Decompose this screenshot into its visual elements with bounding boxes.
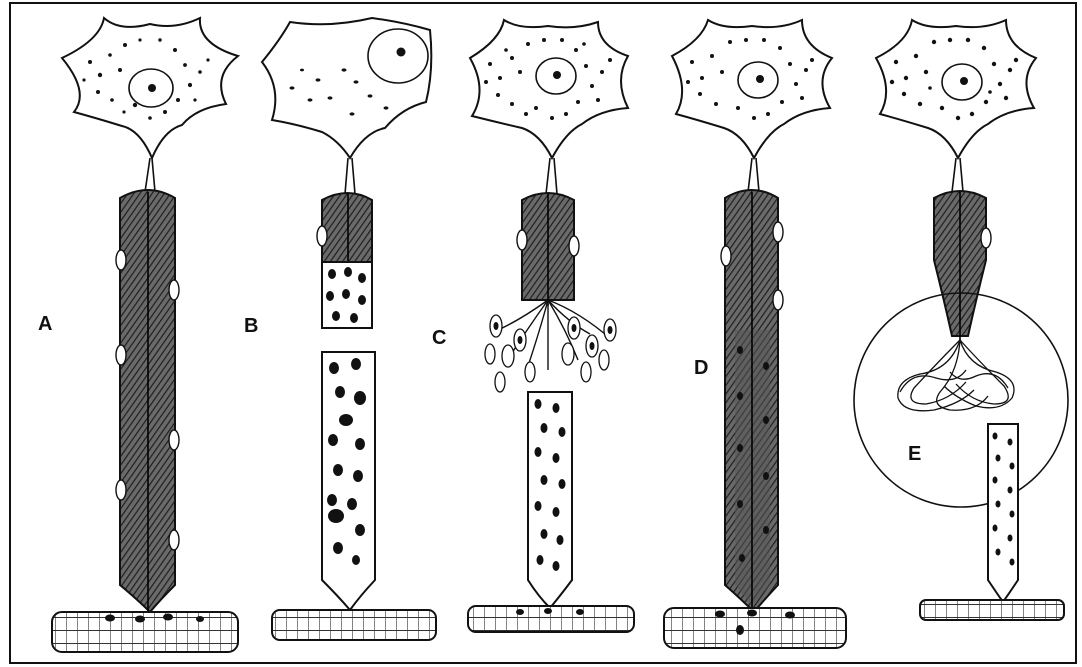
panel-e: E: [854, 20, 1068, 620]
panel-label-e: E: [908, 443, 921, 465]
neuron-cell-body-d: [672, 20, 832, 158]
muscle-fiber-a: [52, 612, 238, 652]
panel-label-d: D: [694, 357, 708, 379]
neuron-cell-body-a: [62, 18, 238, 158]
proximal-stump-e: [934, 191, 991, 340]
muscle-fiber-e: [920, 600, 1064, 620]
muscle-fiber-d: [664, 608, 846, 648]
panel-a: A: [38, 18, 238, 652]
panel-c: C: [432, 20, 634, 632]
panel-label-b: B: [244, 315, 258, 337]
muscle-fiber-b: [272, 610, 436, 640]
myelin-sheath-a: [116, 190, 179, 612]
regenerated-axon-d: [721, 190, 783, 612]
neuroma-tangle-e: [898, 340, 1014, 411]
panel-b: B: [244, 18, 436, 640]
distal-segment-c: [528, 392, 572, 608]
distal-segment-e: [988, 424, 1018, 602]
panel-d: D: [664, 20, 846, 648]
regenerating-sprouts-c: [485, 193, 616, 392]
panel-label-c: C: [432, 327, 446, 349]
muscle-fiber-c: [468, 606, 634, 632]
panel-label-a: A: [38, 313, 52, 335]
neuron-cell-body-b: [262, 18, 431, 158]
neuron-cell-body-e: [876, 20, 1036, 158]
proximal-stump-b: [317, 193, 372, 328]
distal-segment-b: [322, 352, 375, 610]
neuron-cell-body-c: [470, 20, 628, 158]
